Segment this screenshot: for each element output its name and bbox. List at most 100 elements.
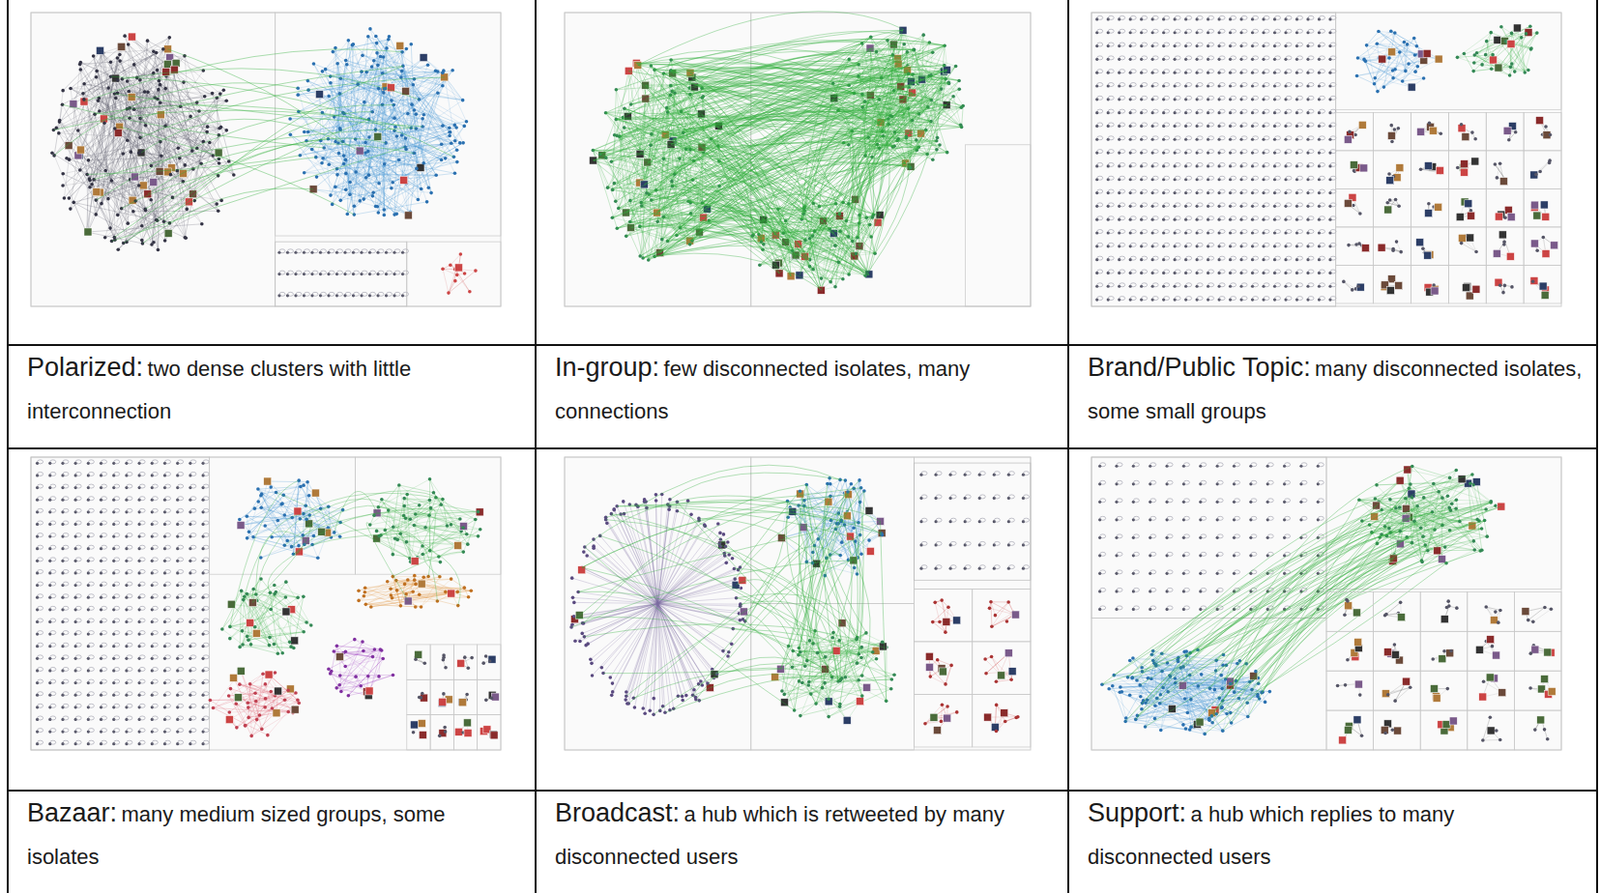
user-dot [405, 47, 409, 52]
user-dot [148, 198, 153, 203]
user-dot [169, 173, 174, 177]
user-dot [361, 197, 366, 202]
user-dot [338, 126, 343, 131]
user-dot [161, 47, 166, 52]
user-dot [224, 98, 229, 103]
avatar [454, 263, 463, 272]
user-dot [102, 120, 107, 125]
user-dot [344, 158, 349, 163]
user-dot [447, 134, 452, 139]
user-dot [342, 153, 347, 158]
user-dot [114, 96, 118, 101]
user-dot [459, 252, 464, 257]
user-dot [288, 116, 292, 121]
user-dot [76, 128, 81, 133]
user-dot [344, 172, 349, 176]
user-dot [381, 90, 386, 95]
user-dot [154, 51, 159, 56]
user-dot [78, 168, 83, 173]
user-dot [384, 46, 389, 51]
user-dot [216, 208, 221, 213]
avatar [127, 32, 136, 41]
avatar [95, 46, 104, 55]
user-dot [420, 116, 425, 121]
user-dot [378, 55, 383, 59]
user-dot [103, 235, 108, 240]
user-dot [320, 161, 324, 166]
user-dot [412, 108, 417, 113]
user-dot [232, 173, 236, 177]
user-dot [404, 136, 408, 141]
user-dot [132, 62, 137, 67]
user-dot [419, 187, 424, 192]
user-dot [439, 142, 444, 146]
user-dot [377, 181, 381, 186]
user-dot [399, 75, 404, 80]
avatar [76, 145, 85, 154]
user-dot [366, 34, 371, 39]
user-dot [127, 89, 132, 94]
user-dot [389, 186, 394, 191]
user-dot [302, 171, 307, 175]
user-dot [116, 213, 120, 218]
network-panel [564, 11, 1031, 307]
user-dot [455, 273, 460, 278]
user-dot [392, 116, 397, 120]
user-dot [222, 87, 227, 92]
user-dot [140, 238, 145, 243]
user-dot [348, 180, 352, 185]
user-dot [347, 38, 351, 43]
user-dot [94, 69, 99, 74]
user-dot [89, 182, 94, 187]
user-dot [151, 240, 156, 245]
user-dot [210, 91, 215, 96]
user-dot [452, 155, 457, 160]
user-dot [182, 163, 187, 168]
user-dot [315, 174, 320, 179]
user-dot [429, 191, 434, 196]
user-dot [158, 101, 163, 106]
user-dot [453, 279, 458, 284]
user-dot [145, 38, 150, 43]
user-dot [352, 204, 357, 209]
user-dot [413, 112, 418, 117]
user-dot [360, 54, 365, 59]
user-dot [127, 116, 132, 120]
user-dot [344, 58, 349, 63]
user-dot [57, 131, 61, 136]
user-dot [87, 176, 92, 181]
user-dot [353, 170, 358, 175]
user-dot [382, 213, 387, 218]
user-dot [461, 141, 466, 146]
user-dot [375, 51, 379, 56]
user-dot [393, 124, 398, 129]
user-dot [99, 202, 104, 206]
user-dot [119, 206, 124, 211]
user-dot [137, 183, 142, 188]
avatar [374, 132, 382, 141]
user-dot [449, 141, 454, 146]
user-dot [357, 199, 362, 204]
user-dot [453, 171, 458, 175]
user-dot [367, 135, 372, 140]
user-dot [116, 247, 120, 252]
user-dot [328, 81, 333, 86]
user-dot [323, 67, 328, 72]
user-dot [338, 199, 343, 204]
user-dot [363, 141, 368, 146]
user-dot [395, 134, 400, 139]
user-dot [310, 147, 315, 152]
user-dot [390, 180, 395, 185]
user-dot [190, 148, 195, 153]
user-dot [155, 68, 160, 73]
user-dot [217, 126, 222, 131]
avatar [396, 41, 405, 50]
user-dot [440, 266, 445, 271]
user-dot [205, 124, 210, 129]
user-dot [103, 169, 108, 174]
user-dot [409, 102, 414, 107]
user-dot [218, 91, 223, 96]
user-dot [62, 196, 67, 201]
user-dot [91, 54, 96, 59]
user-dot [78, 67, 83, 72]
